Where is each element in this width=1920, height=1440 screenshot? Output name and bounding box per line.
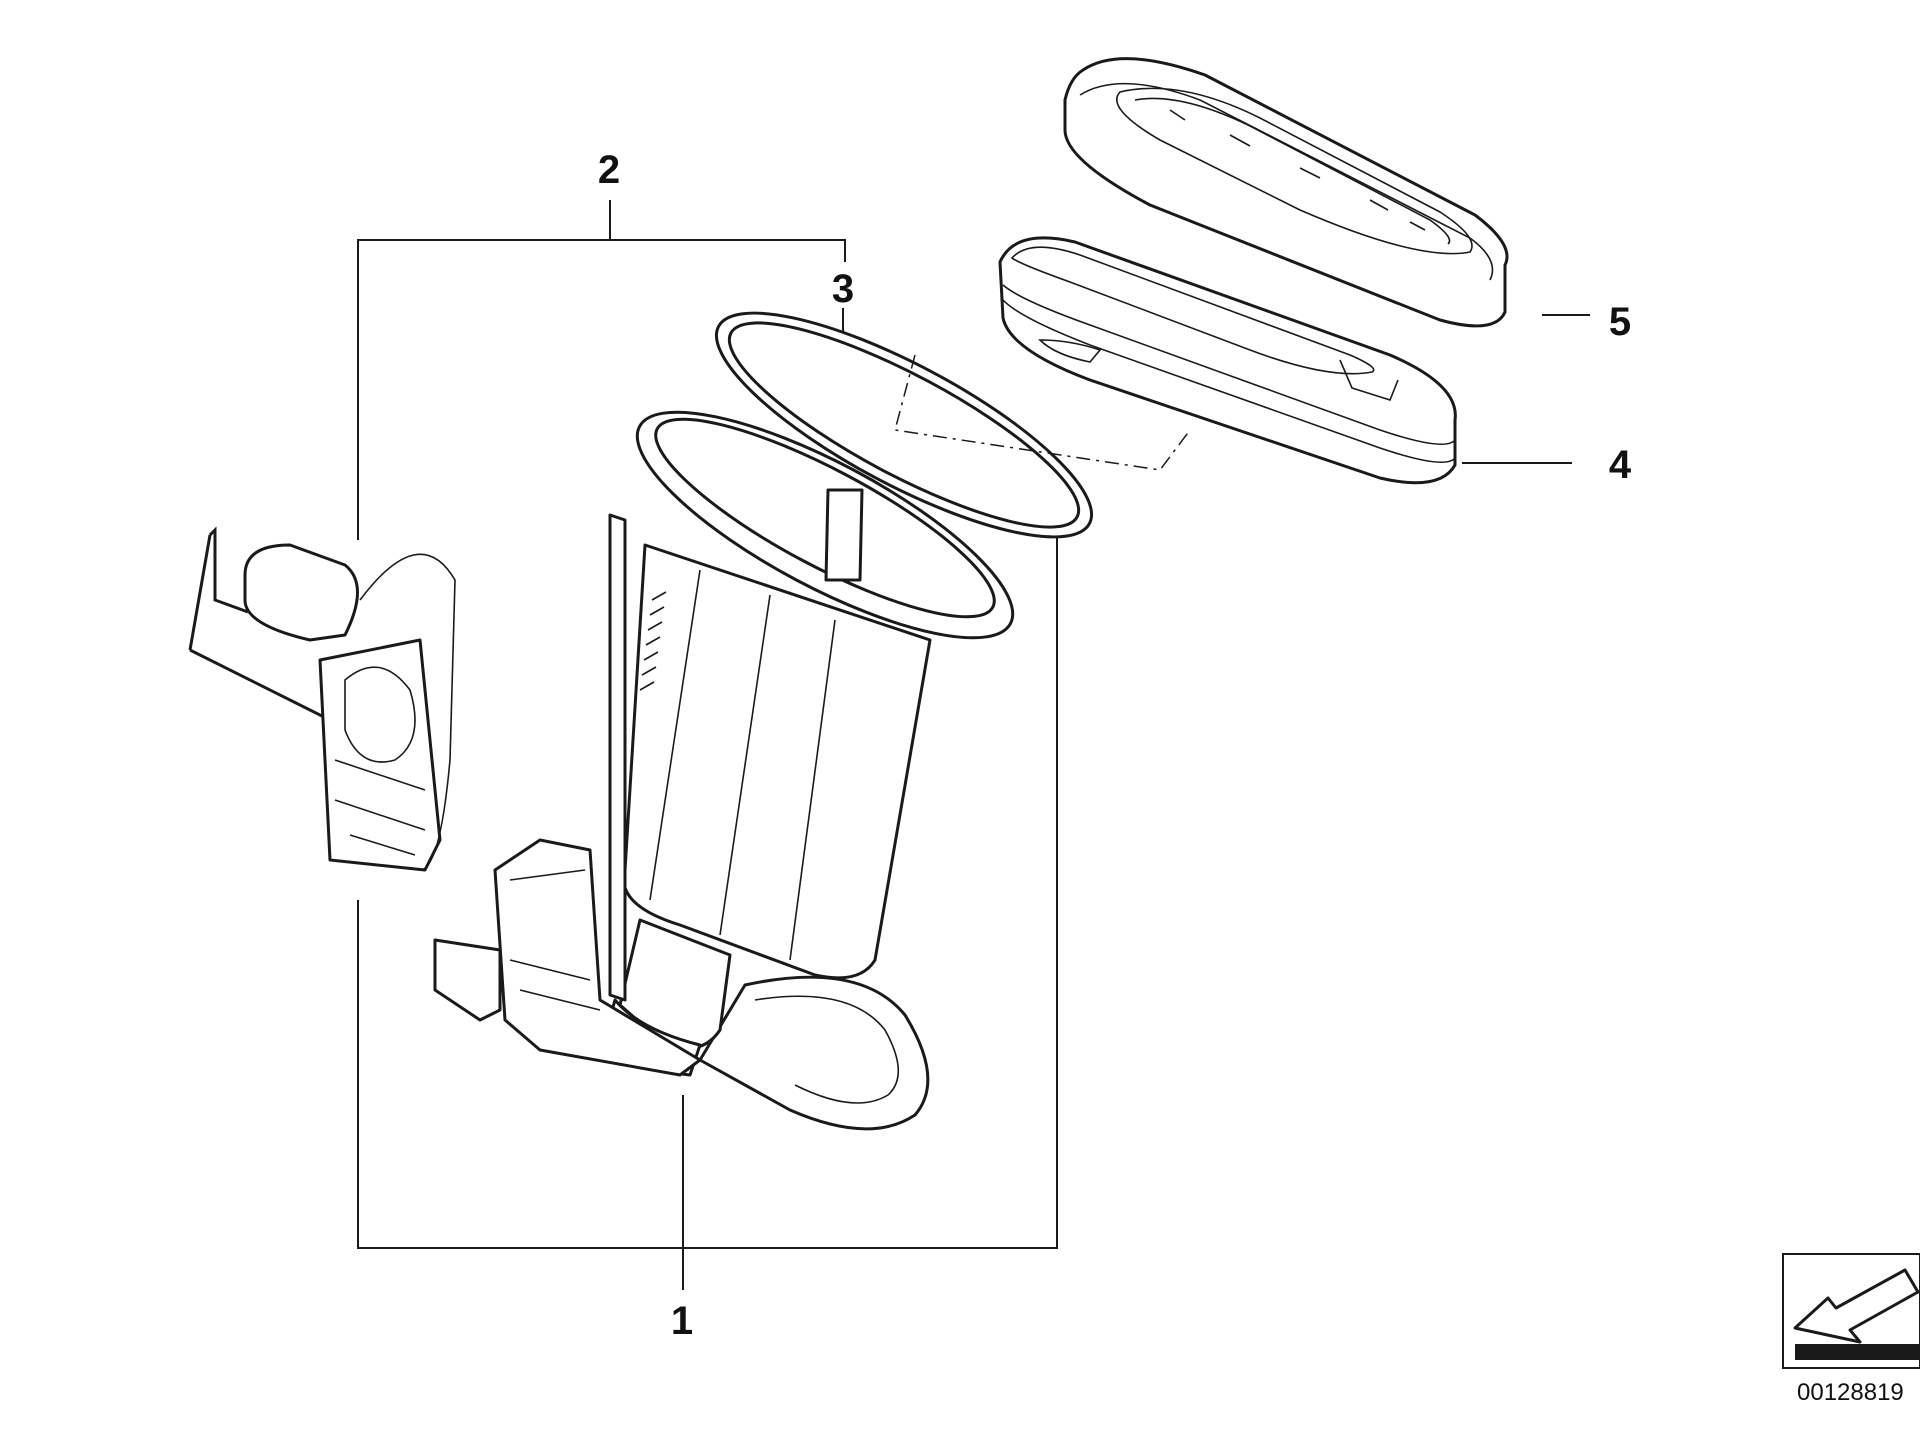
level-sender [188,526,456,872]
alignment-line [894,354,1191,471]
callout-1: 1 [671,1299,693,1343]
callout-5: 5 [1609,300,1631,344]
part-1-fuel-pump [433,410,1015,1131]
document-id: 00128819 [1797,1379,1904,1406]
callout-3: 3 [832,267,854,311]
group-2-bracket [357,200,1058,1249]
callout-2: 2 [598,148,620,192]
view-direction-symbol [1782,1253,1920,1369]
part-3-gasket [714,311,1094,539]
view-direction-arrow-icon [1793,1268,1920,1344]
leader-lines [682,308,1590,1290]
callout-4: 4 [1609,443,1632,487]
part-4-seal-ring [998,236,1457,485]
part-5-locking-ring [1063,57,1509,328]
